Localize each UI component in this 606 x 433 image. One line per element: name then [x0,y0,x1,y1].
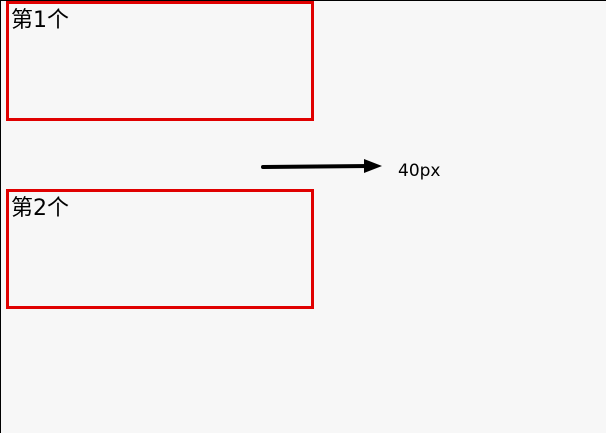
spacing-label: 40px [398,161,441,181]
box-second: 第2个 [6,189,314,309]
box-first-label: 第1个 [11,8,69,33]
right-arrow-icon [261,159,382,173]
box-first: 第1个 [6,1,314,121]
box-second-label: 第2个 [11,196,69,221]
